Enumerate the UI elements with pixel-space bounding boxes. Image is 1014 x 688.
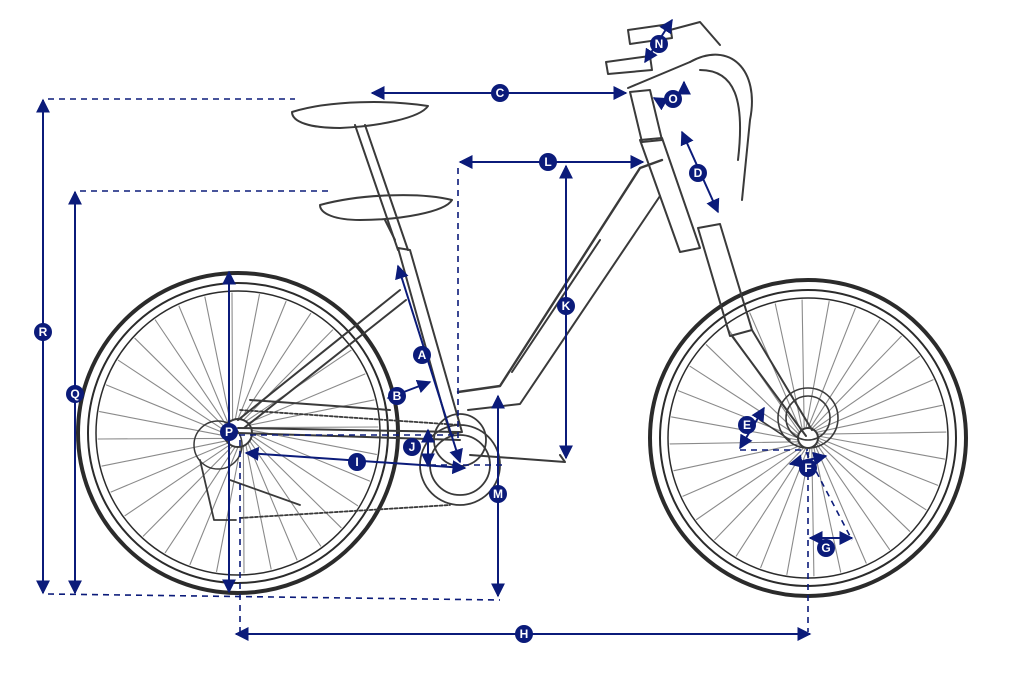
spoke	[231, 292, 234, 421]
spoke	[815, 443, 891, 550]
label-badges: A B C D E F G H I J K L M N O P Q R	[34, 35, 835, 643]
spoke	[817, 435, 945, 460]
spoke	[250, 426, 379, 429]
badge-J-text: J	[409, 440, 416, 454]
front-disc-brake	[759, 395, 831, 441]
badge-R-text: R	[39, 325, 48, 339]
badge-A: A	[413, 346, 431, 364]
spoke	[677, 390, 799, 439]
badge-Q: Q	[66, 385, 84, 403]
badge-B: B	[388, 387, 406, 405]
badge-P-text: P	[225, 425, 233, 439]
badge-O: O	[664, 90, 682, 108]
badge-N: N	[650, 35, 668, 53]
spoke	[817, 439, 927, 511]
handlebar-assembly	[605, 21, 753, 201]
spoke	[813, 355, 920, 431]
spoke	[234, 294, 260, 420]
badge-I-text: I	[355, 455, 358, 469]
spoke	[242, 445, 245, 574]
spoke	[124, 444, 231, 517]
spoke	[251, 435, 359, 507]
spoke	[97, 437, 226, 440]
spoke	[774, 303, 803, 431]
badge-C-text: C	[496, 86, 505, 100]
spoke	[816, 441, 911, 532]
badge-B-text: B	[393, 389, 402, 403]
spoke	[689, 365, 799, 437]
badge-M: M	[489, 485, 507, 503]
spoke	[809, 319, 881, 429]
badge-H-text: H	[520, 627, 529, 641]
spoke	[134, 337, 226, 429]
spoke	[242, 329, 334, 421]
badge-F-text: F	[804, 461, 811, 475]
badge-L: L	[539, 153, 557, 171]
badge-E-text: E	[743, 418, 751, 432]
badge-Q-text: Q	[70, 387, 79, 401]
badge-A-text: A	[418, 348, 427, 362]
seat-assembly	[291, 101, 453, 251]
spoke	[816, 431, 947, 435]
spoke	[814, 379, 934, 432]
badge-P: P	[220, 423, 238, 441]
badge-H: H	[515, 625, 533, 643]
spoke	[204, 296, 231, 422]
spoke	[142, 445, 234, 537]
badge-J: J	[403, 438, 421, 456]
reference-lines	[47, 98, 853, 634]
spoke	[178, 305, 229, 424]
spoke	[117, 359, 225, 431]
badge-F: F	[799, 459, 817, 477]
spoke	[671, 416, 799, 441]
spoke	[714, 446, 805, 541]
spoke	[99, 411, 225, 437]
badge-R: R	[34, 323, 52, 341]
badge-N-text: N	[655, 37, 664, 51]
badge-L-text: L	[544, 155, 551, 169]
spoke	[705, 344, 800, 435]
spoke	[801, 299, 805, 430]
spoke	[811, 335, 902, 430]
badge-M-text: M	[493, 487, 503, 501]
spoke	[101, 440, 227, 467]
spoke	[245, 444, 272, 570]
badge-O-text: O	[668, 92, 677, 106]
badge-K-text: K	[562, 299, 571, 313]
badge-D: D	[689, 164, 707, 182]
spoke	[673, 443, 801, 472]
spoke	[682, 444, 802, 497]
spoke	[237, 300, 287, 420]
spoke	[669, 441, 800, 445]
dimension-A	[395, 264, 463, 464]
badge-E: E	[738, 416, 756, 434]
bicycle-sketch	[76, 21, 968, 598]
badge-G-text: G	[821, 541, 830, 555]
spoke	[247, 373, 366, 424]
spoke	[154, 319, 227, 426]
badge-K: K	[557, 297, 575, 315]
spoke	[817, 437, 939, 486]
spoke	[749, 312, 802, 432]
spoke	[696, 445, 803, 521]
spoke	[240, 312, 312, 420]
front-fork	[697, 223, 813, 437]
badge-I: I	[348, 453, 366, 471]
dimension-arrows	[36, 18, 854, 641]
spoke	[805, 301, 830, 429]
badge-C: C	[491, 84, 509, 102]
badge-D-text: D	[694, 166, 703, 180]
spoke	[815, 404, 943, 433]
spoke	[110, 442, 229, 493]
front-wheel	[648, 278, 968, 598]
spoke	[249, 399, 375, 426]
spoke	[807, 307, 856, 429]
badge-G: G	[817, 539, 835, 557]
